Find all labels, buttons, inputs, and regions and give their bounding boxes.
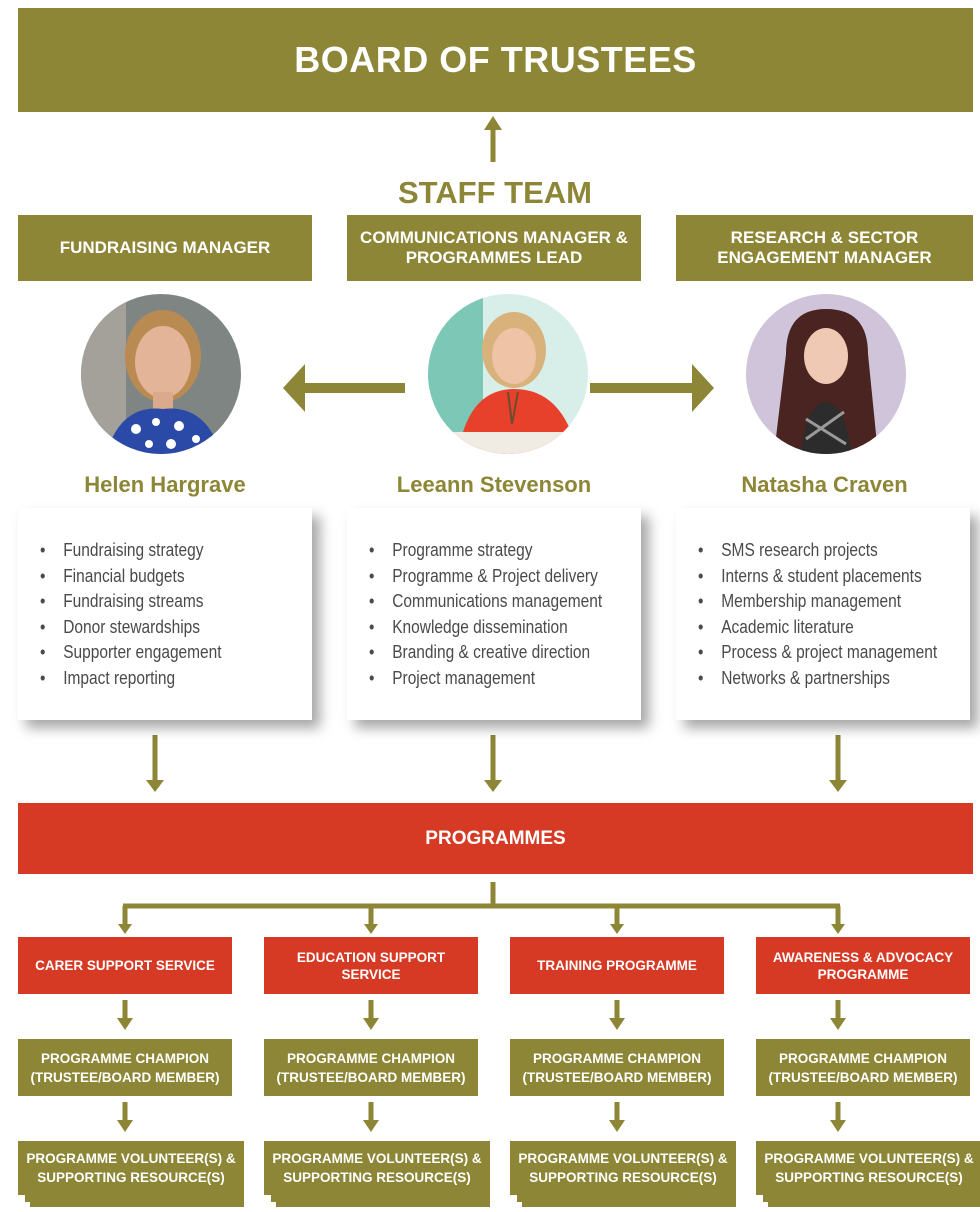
role-label: FUNDRAISING MANAGER (59, 238, 271, 257)
programme-box-education-support: EDUCATION SUPPORT SERVICE (264, 937, 478, 994)
champion-box: PROGRAMME CHAMPION (TRUSTEE/BOARD MEMBER… (756, 1039, 970, 1096)
avatar-helen (81, 294, 241, 454)
champion-label: PROGRAMME CHAMPION (TRUSTEE/BOARD MEMBER… (30, 1050, 220, 1085)
role-label: RESEARCH & SECTOR ENGAGEMENT MANAGER (717, 228, 932, 267)
programme-label: EDUCATION SUPPORT SERVICE (296, 949, 446, 982)
volunteers-label: PROGRAMME VOLUNTEER(S) & SUPPORTING RESO… (272, 1151, 482, 1185)
duties-list: Fundraising strategy Financial budgets F… (40, 538, 312, 692)
person-name-leeann: Leeann Stevenson (396, 472, 592, 497)
person-name-natasha: Natasha Craven (741, 472, 908, 497)
duty-item: Financial budgets (40, 564, 274, 590)
duty-item: Supporter engagement (40, 640, 274, 666)
duty-item: Knowledge dissemination (369, 615, 603, 641)
programme-label: AWARENESS & ADVOCACY PROGRAMME (772, 949, 954, 982)
duty-item: Branding & creative direction (369, 640, 603, 666)
role-box-fundraising: FUNDRAISING MANAGER (18, 215, 312, 281)
duty-item: Fundraising strategy (40, 538, 274, 564)
programme-box-carer-support: CARER SUPPORT SERVICE (18, 937, 232, 994)
duty-item: Communications management (369, 589, 603, 615)
duty-item: Academic literature (698, 615, 932, 641)
avatar-leeann (428, 294, 588, 454)
programmes-title: PROGRAMMES (425, 827, 566, 849)
duty-item: Networks & partnerships (698, 666, 932, 692)
champion-label: PROGRAMME CHAMPION (TRUSTEE/BOARD MEMBER… (276, 1050, 466, 1085)
duty-item: Project management (369, 666, 603, 692)
duty-item: Interns & student placements (698, 564, 932, 590)
duty-item: Process & project management (698, 640, 937, 666)
volunteers-box: PROGRAMME VOLUNTEER(S) & SUPPORTING RESO… (264, 1141, 490, 1195)
champion-box: PROGRAMME CHAMPION (TRUSTEE/BOARD MEMBER… (510, 1039, 724, 1096)
champion-box: PROGRAMME CHAMPION (TRUSTEE/BOARD MEMBER… (264, 1039, 478, 1096)
role-box-communications: COMMUNICATIONS MANAGER & PROGRAMMES LEAD (347, 215, 641, 281)
programme-box-training: TRAINING PROGRAMME (510, 937, 724, 994)
champion-box: PROGRAMME CHAMPION (TRUSTEE/BOARD MEMBER… (18, 1039, 232, 1096)
volunteers-label: PROGRAMME VOLUNTEER(S) & SUPPORTING RESO… (26, 1151, 236, 1185)
duty-item: Programme strategy (369, 538, 603, 564)
duty-item: SMS research projects (698, 538, 932, 564)
duties-list: Programme strategy Programme & Project d… (369, 538, 641, 692)
board-title: BOARD OF TRUSTEES (294, 39, 697, 80)
volunteers-stack: PROGRAMME VOLUNTEER(S) & SUPPORTING RESO… (510, 1141, 736, 1207)
volunteers-box: PROGRAMME VOLUNTEER(S) & SUPPORTING RESO… (18, 1141, 244, 1195)
volunteers-label: PROGRAMME VOLUNTEER(S) & SUPPORTING RESO… (518, 1151, 728, 1185)
role-box-research: RESEARCH & SECTOR ENGAGEMENT MANAGER (676, 215, 973, 281)
duty-item: Fundraising streams (40, 589, 274, 615)
board-of-trustees-box: BOARD OF TRUSTEES (18, 8, 973, 112)
volunteers-box: PROGRAMME VOLUNTEER(S) & SUPPORTING RESO… (756, 1141, 980, 1195)
duties-card-communications: Programme strategy Programme & Project d… (347, 508, 641, 720)
programme-label: TRAINING PROGRAMME (537, 958, 697, 973)
champion-label: PROGRAMME CHAMPION (TRUSTEE/BOARD MEMBER… (768, 1050, 958, 1085)
volunteers-box: PROGRAMME VOLUNTEER(S) & SUPPORTING RESO… (510, 1141, 736, 1195)
duty-item: Membership management (698, 589, 932, 615)
duty-item: Donor stewardships (40, 615, 274, 641)
duties-list: SMS research projects Interns & student … (698, 538, 970, 692)
avatar-natasha (746, 294, 906, 454)
volunteers-stack: PROGRAMME VOLUNTEER(S) & SUPPORTING RESO… (756, 1141, 980, 1207)
volunteers-stack: PROGRAMME VOLUNTEER(S) & SUPPORTING RESO… (264, 1141, 490, 1207)
duties-card-fundraising: Fundraising strategy Financial budgets F… (18, 508, 312, 720)
person-name-helen: Helen Hargrave (84, 472, 246, 497)
duty-item: Impact reporting (40, 666, 274, 692)
staff-team-title: STAFF TEAM (397, 175, 592, 210)
champion-label: PROGRAMME CHAMPION (TRUSTEE/BOARD MEMBER… (522, 1050, 712, 1085)
programmes-banner: PROGRAMMES (18, 803, 973, 874)
programme-box-awareness-advocacy: AWARENESS & ADVOCACY PROGRAMME (756, 937, 970, 994)
role-label: COMMUNICATIONS MANAGER & PROGRAMMES LEAD (360, 228, 628, 267)
duty-item: Programme & Project delivery (369, 564, 603, 590)
volunteers-stack: PROGRAMME VOLUNTEER(S) & SUPPORTING RESO… (18, 1141, 244, 1207)
volunteers-label: PROGRAMME VOLUNTEER(S) & SUPPORTING RESO… (764, 1151, 974, 1185)
duties-card-research: SMS research projects Interns & student … (676, 508, 970, 720)
programme-label: CARER SUPPORT SERVICE (35, 958, 215, 973)
